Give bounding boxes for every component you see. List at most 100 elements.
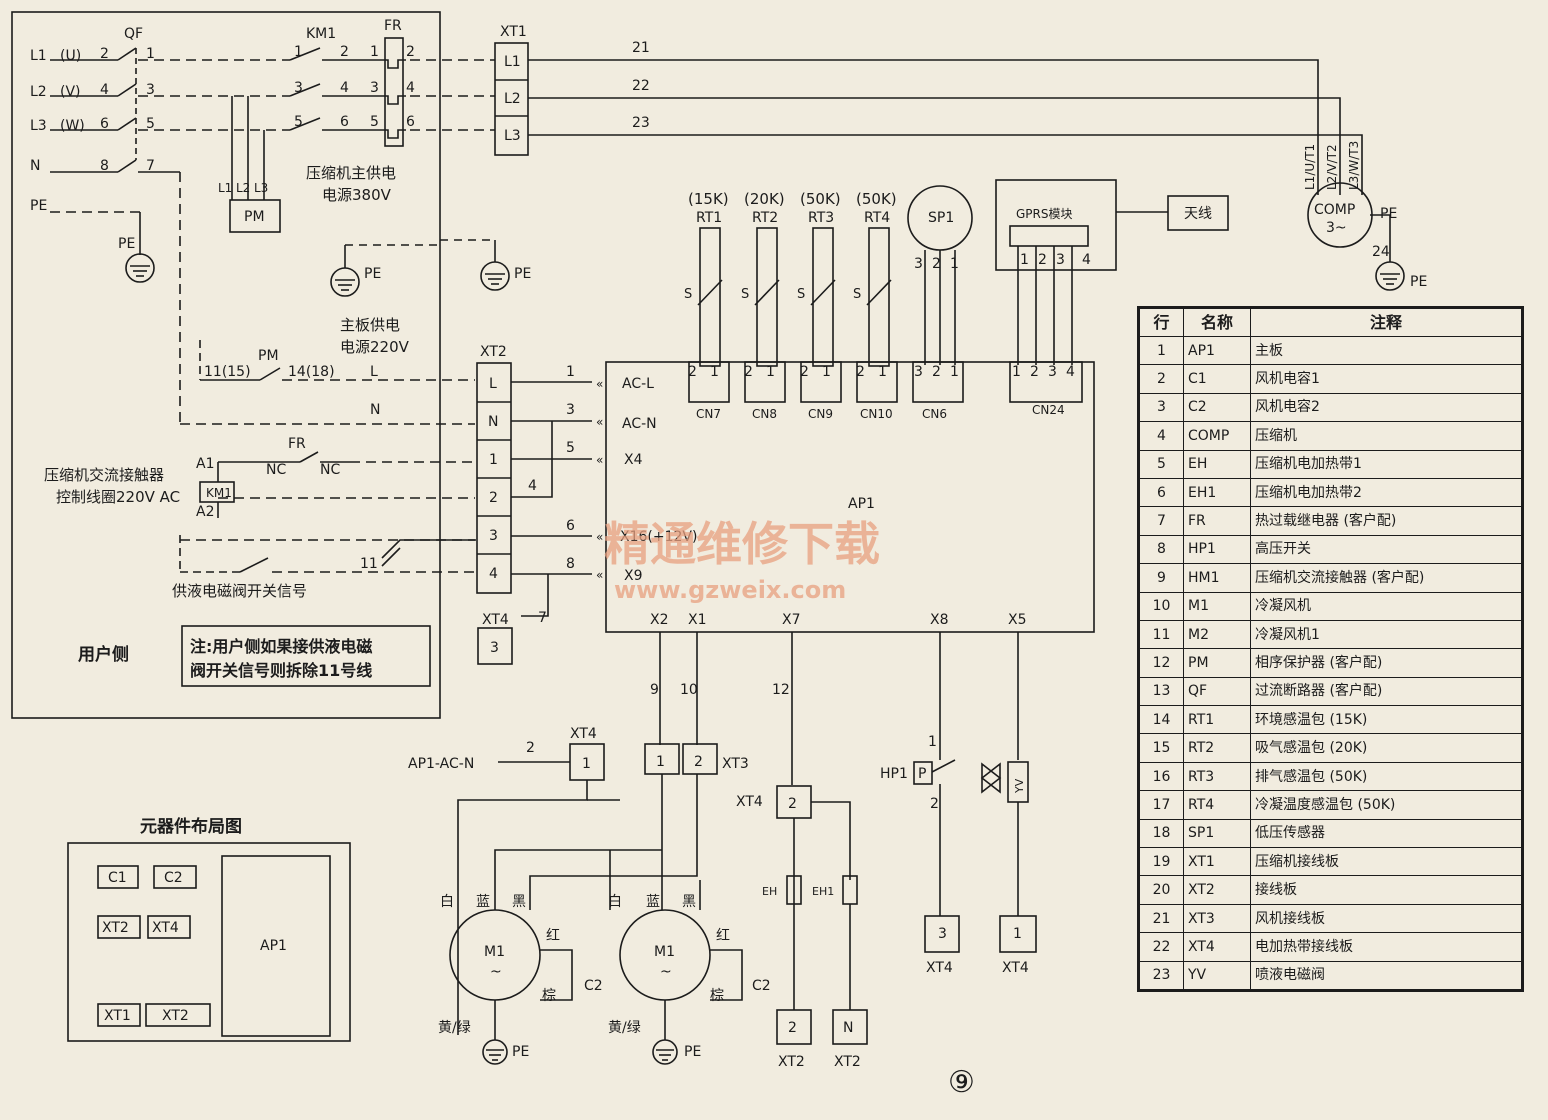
part-note: 冷凝温度感温包 (50K) [1250,790,1522,820]
part-name: XT4 [1183,932,1251,962]
ap1-output: X8 [930,612,949,628]
part-note: 冷凝风机1 [1250,619,1522,650]
fr-label: FR [384,18,402,34]
wire-number: 10 [680,682,698,698]
fr-pin: 5 [370,114,379,130]
pm-term: L2 [236,181,250,195]
xt2-term: 3 [489,528,498,544]
xt2-term: 4 [489,566,498,582]
xt4-term: 2 [788,796,797,812]
part-name: C1 [1183,364,1251,394]
part-name: RT1 [1183,705,1251,735]
xt3-label: XT3 [722,756,749,772]
part-note: 冷凝风机 [1250,591,1522,621]
fr-pin: 4 [406,80,415,96]
header-name: 名称 [1183,308,1251,337]
connector-pin: 1 [710,364,719,380]
wire-color: 黑 [512,894,526,910]
comp-supply-label: 压缩机主供电 [306,164,396,182]
gprs-label: GPRS模块 [1016,207,1073,221]
a2-label: A2 [196,504,214,520]
pm-term: L3 [254,181,268,195]
part-name: YV [1183,960,1251,991]
wire-number: 12 [772,682,790,698]
fr-pin: 6 [406,114,415,130]
connector-pin: 1 [766,364,775,380]
table-header-row: 行 名称 注释 [1139,308,1522,337]
sp1-label: SP1 [928,210,954,226]
wire-color: 白 [440,894,454,910]
sensor-name: RT3 [808,210,834,226]
ap1-output: X5 [1008,612,1027,628]
km1-pin: 5 [294,114,303,130]
xt4-term: 1 [582,756,591,772]
part-name: XT2 [1183,875,1251,905]
wire-number: 6 [566,518,575,534]
ap1-output: X7 [782,612,801,628]
connector-pin: 4 [1066,364,1075,380]
part-name: HP1 [1183,534,1251,565]
wire-number: 22 [632,78,650,94]
connector-pin: 1 [878,364,887,380]
qf-pin: 2 [100,46,109,62]
watermark-text: 精通维修下载 [604,517,880,571]
qf-pin: 6 [100,116,109,132]
row-number: 8 [1139,534,1184,565]
part-name: FR [1183,506,1251,536]
xt1-term: L1 [504,54,521,70]
km1-pin: 1 [294,44,303,60]
comp-term: L1/U/T1 [1303,144,1317,190]
wire-color: 黄/绿 [608,1019,641,1036]
xt2-term: 2 [489,490,498,506]
xt4-term: 1 [1013,926,1022,942]
xt1-term: L2 [504,91,521,107]
km1-coil-label: 压缩机交流接触器 [44,466,164,484]
sensor-value: (15K) [688,190,729,208]
comp-phase: 3~ [1326,220,1347,236]
part-note: 压缩机电加热带2 [1250,477,1522,508]
header-row: 行 [1139,308,1184,337]
row-number: 9 [1139,563,1184,593]
wire-number: 21 [632,40,650,56]
part-note: 风机电容1 [1250,364,1522,394]
layout-item: AP1 [260,938,287,954]
part-name: COMP [1183,421,1251,451]
part-note: 接线板 [1250,875,1522,905]
km1-coil-box: KM1 [206,486,232,500]
row-number: 13 [1139,676,1184,707]
line-l2: L2 [30,84,47,100]
ap1-input: X16(+12V) [620,529,697,545]
page-number: ⑨ [948,1065,975,1100]
wire-color: 蓝 [646,894,660,910]
wire-number: 2 [526,740,535,756]
connector-pin: 2 [688,364,697,380]
xt2-term: N [843,1020,853,1036]
km1-pin: 2 [340,44,349,60]
part-name: AP1 [1183,335,1251,366]
connector-label: CN24 [1032,403,1065,417]
comp-wire: 24 [1372,244,1390,260]
ground-icon [482,1039,508,1065]
part-note: 压缩机接线板 [1250,847,1522,877]
xt3-term: 2 [694,754,703,770]
terminal-arrow-icon: « [596,568,603,582]
qf-pin: 8 [100,158,109,174]
fr-pin: 1 [370,44,379,60]
gprs-pin: 1 [1020,252,1029,268]
row-number: 6 [1139,477,1184,508]
ap1-input: X4 [624,452,643,468]
terminal-arrow-icon: « [596,530,603,544]
line-w: (W) [60,118,85,134]
connector-pin: 2 [744,364,753,380]
layout-item: XT2 [102,920,129,936]
hp1-label: HP1 [880,766,908,782]
